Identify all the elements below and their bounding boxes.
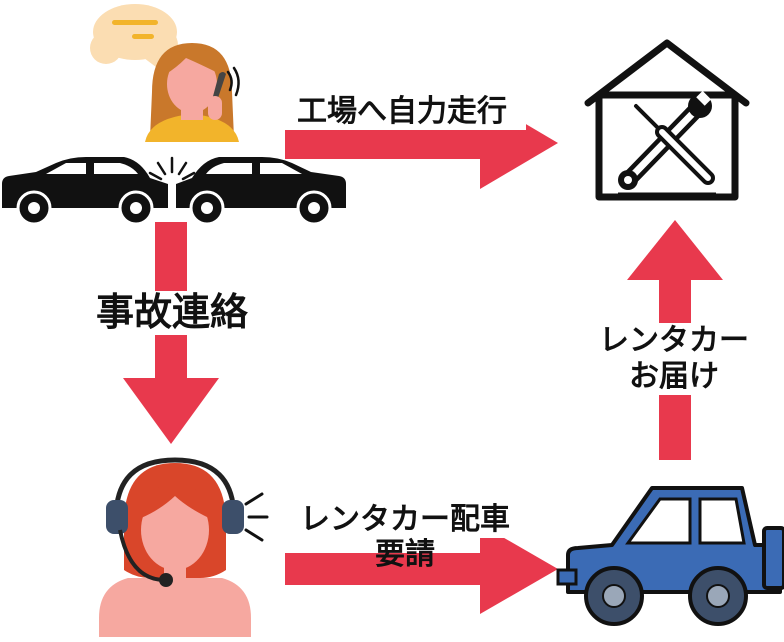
- car-collision-icon: [2, 156, 346, 226]
- screwdriver-icon: [634, 104, 715, 185]
- label-rental-delivery: レンタカー お届け: [574, 323, 774, 395]
- label-rental-request: レンタカー配車 要請: [270, 502, 540, 572]
- label-rental-request-line1: レンタカー配車: [300, 502, 510, 538]
- woman-on-phone-icon: [145, 43, 240, 142]
- label-self-drive: 工場へ自力走行: [278, 94, 526, 130]
- label-rental-delivery-line2: お届け: [629, 359, 719, 395]
- repair-garage-icon: [584, 39, 750, 201]
- label-rental-delivery-line1: レンタカー: [599, 323, 749, 359]
- blue-suv-icon: [556, 486, 784, 626]
- label-rental-request-line2: 要請: [375, 536, 435, 572]
- call-center-operator-icon: [99, 457, 269, 637]
- label-accident-report: 事故連絡: [62, 290, 282, 335]
- arrow-rental-request: [285, 524, 558, 614]
